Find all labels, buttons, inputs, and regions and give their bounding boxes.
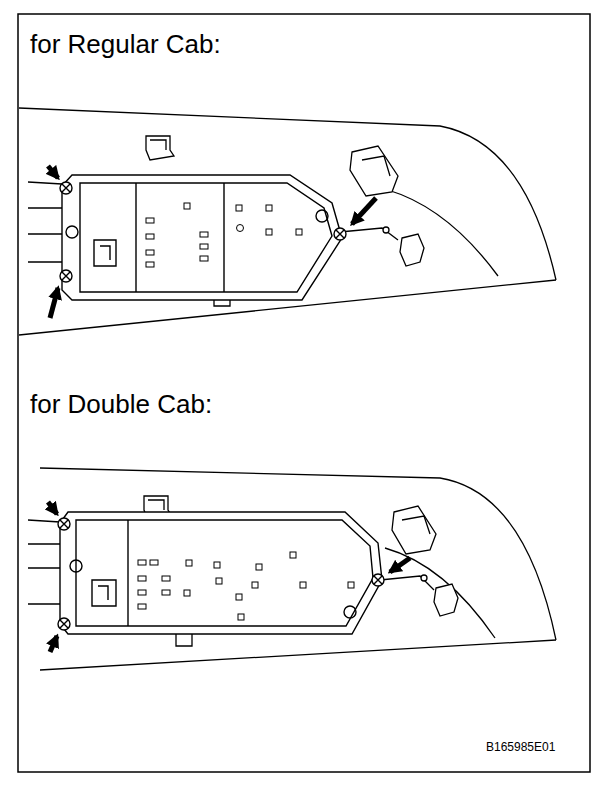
- switch-buttons: [146, 203, 302, 267]
- divider: [136, 183, 224, 292]
- mount-hole: [70, 560, 82, 572]
- button: [252, 582, 258, 588]
- wire-clamp: [421, 575, 427, 581]
- switch-housing: [60, 512, 382, 634]
- button: [237, 225, 244, 232]
- screw-cross: [336, 230, 344, 238]
- screws: [58, 518, 384, 630]
- button: [146, 234, 154, 239]
- section-heading: for Regular Cab:: [30, 30, 221, 60]
- screw: [372, 574, 384, 586]
- button: [162, 576, 170, 581]
- button: [290, 552, 296, 558]
- button: [200, 232, 208, 237]
- switch-bezel: [80, 183, 332, 292]
- arrows-double: [48, 502, 410, 652]
- button: [162, 590, 170, 595]
- lock-switch: [94, 240, 116, 266]
- screws: [60, 182, 346, 282]
- button: [216, 578, 222, 584]
- trim-edge: [40, 468, 556, 640]
- button: [184, 590, 190, 596]
- button: [300, 582, 306, 588]
- lock-switch: [92, 580, 116, 606]
- button: [150, 560, 158, 565]
- button: [236, 594, 242, 600]
- button: [200, 244, 208, 249]
- switch-buttons: [138, 552, 354, 620]
- screw-cross: [62, 272, 70, 280]
- trim-edge: [40, 640, 556, 670]
- connector-clip: [392, 506, 436, 554]
- screw: [334, 228, 346, 240]
- section-heading: for Double Cab:: [30, 390, 212, 420]
- button: [256, 564, 262, 570]
- trim-lines: [28, 182, 62, 262]
- button: [138, 576, 146, 581]
- clip-detail: [148, 500, 164, 510]
- button: [296, 229, 302, 235]
- figure-code: B165985E01: [486, 741, 555, 755]
- pointer-arrow: [390, 558, 410, 572]
- pointer-arrow: [50, 288, 58, 318]
- wire: [340, 228, 398, 240]
- button: [138, 604, 146, 609]
- clip-detail: [150, 140, 166, 150]
- frame-border: [18, 14, 590, 772]
- door-trim-double: [28, 468, 556, 670]
- screw-cross: [374, 576, 382, 584]
- mount-hole: [66, 226, 78, 238]
- button: [146, 218, 154, 223]
- button: [146, 262, 154, 267]
- button: [236, 205, 242, 211]
- arrows-regular: [48, 166, 376, 318]
- divider: [127, 520, 128, 626]
- armrest-line: [385, 548, 495, 638]
- button: [138, 560, 146, 565]
- pointer-arrow: [48, 502, 57, 514]
- connector-clip: [350, 146, 398, 196]
- door-trim-regular: [19, 108, 556, 335]
- connector: [400, 234, 424, 266]
- armrest-line: [388, 190, 498, 276]
- wire-clamp: [383, 227, 389, 233]
- button: [238, 614, 244, 620]
- button: [184, 203, 190, 209]
- screw-cross: [62, 184, 70, 192]
- connector: [434, 584, 458, 616]
- button: [266, 229, 272, 235]
- switch-double: [58, 512, 384, 634]
- pointer-arrow: [50, 636, 57, 652]
- trim-lines: [28, 520, 60, 604]
- button: [146, 250, 154, 255]
- connector-detail: [362, 156, 390, 176]
- screw-cross: [60, 620, 68, 628]
- button: [348, 582, 354, 588]
- screw: [60, 270, 72, 282]
- switch-housing: [62, 175, 342, 300]
- pointer-arrow: [352, 198, 376, 224]
- screw: [58, 618, 70, 630]
- screw: [60, 182, 72, 194]
- button: [214, 562, 220, 568]
- button: [200, 256, 208, 261]
- mount-hole: [344, 606, 356, 618]
- button: [186, 560, 192, 566]
- screw-cross: [60, 520, 68, 528]
- mount-hole: [316, 210, 328, 222]
- screw: [58, 518, 70, 530]
- pointer-arrow: [48, 166, 58, 178]
- connector-detail: [402, 516, 430, 534]
- button: [138, 590, 146, 595]
- button: [266, 205, 272, 211]
- switch-bezel: [76, 520, 373, 626]
- wire: [380, 576, 434, 590]
- clip: [146, 136, 174, 160]
- switch-regular: [60, 175, 346, 300]
